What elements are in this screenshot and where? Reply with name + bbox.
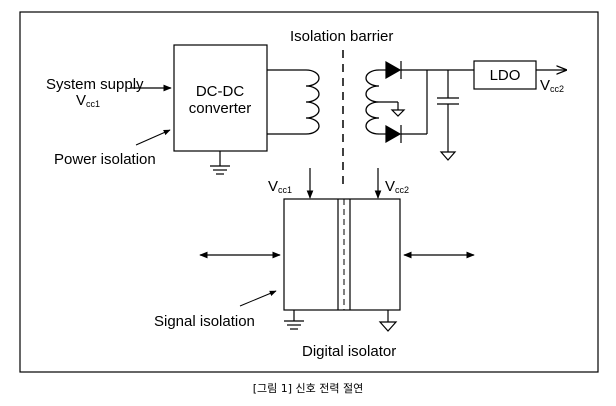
rectifier-diode-bottom-icon <box>379 70 428 144</box>
isolator-vcc1-label: Vcc1 <box>268 178 292 195</box>
ldo-label: LDO <box>490 67 521 84</box>
power-isolation-pointer <box>135 129 171 146</box>
dcdc-label-line1: DC-DC <box>196 83 244 100</box>
center-tap-ground-icon <box>379 101 406 117</box>
vcc2-output-label: Vcc2 <box>540 77 564 94</box>
signal-isolation-pointer <box>239 290 277 307</box>
ldo-box <box>473 60 537 90</box>
digital-isolator-box <box>283 198 401 311</box>
signal-isolation-label: Signal isolation <box>154 313 255 330</box>
isolator-vcc2-label: Vcc2 <box>385 178 409 195</box>
rectifier-diode-top-icon <box>379 60 427 80</box>
diagram-frame <box>19 11 599 373</box>
digital-isolator-label: Digital isolator <box>302 343 396 360</box>
isolator-ground-right-icon <box>378 310 398 332</box>
dcdc-ground-icon <box>210 151 230 175</box>
isolation-barrier-label: Isolation barrier <box>290 28 393 45</box>
filter-capacitor-icon <box>437 70 459 161</box>
dcdc-converter-box <box>173 44 268 152</box>
figure-caption: [그림 1] 신호 전력 절연 <box>253 382 364 395</box>
isolator-ground-left-icon <box>284 310 304 330</box>
vcc1-input-label: Vcc1 <box>76 92 100 109</box>
system-supply-label: System supply <box>46 76 144 93</box>
dcdc-label-line2: converter <box>189 100 252 117</box>
transformer-secondary-coil <box>365 69 380 135</box>
transformer-primary-coil <box>267 69 320 135</box>
power-isolation-label: Power isolation <box>54 151 156 168</box>
